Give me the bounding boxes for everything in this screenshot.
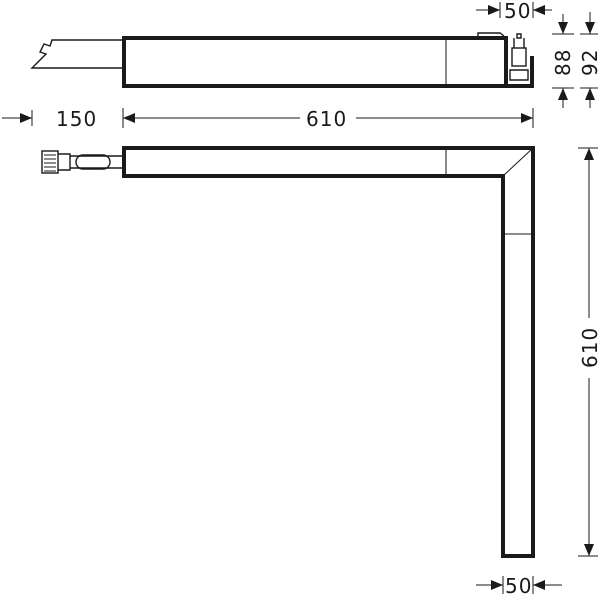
dim-150: 150 [2,107,97,131]
plug-neck [58,153,71,171]
bracket-screw [516,33,522,39]
dim-610-h-label: 610 [306,107,347,131]
switch-housing [75,154,111,170]
miter-joint [502,147,534,177]
dim-92-label: 92 [578,49,600,76]
dim-50-bottom-label: 50 [505,574,532,595]
bracket-clip [511,47,527,67]
dim-88: 88 [551,14,575,108]
connector-plug [41,150,59,174]
dim-50-bottom: 50 [476,574,562,595]
dim-88-label: 88 [551,49,575,76]
dim-150-label: 150 [56,107,97,131]
plug-ribs [44,154,56,172]
side-extension-break [30,39,123,69]
side-profile [122,36,508,88]
dim-610-vertical: 610 [578,147,600,557]
bracket-detail [509,38,529,81]
end-bracket [504,38,534,88]
side-view [30,32,534,88]
dim-610-v-label: 610 [578,327,600,368]
plan-view [41,146,535,558]
bracket-top [477,32,505,38]
dim-610-horizontal: 610 [122,107,534,131]
dim-92: 92 [578,12,600,108]
l-shelf-outline [122,146,535,558]
dim-50-top: 50 [476,0,552,23]
dim-50-top-label: 50 [504,0,531,23]
